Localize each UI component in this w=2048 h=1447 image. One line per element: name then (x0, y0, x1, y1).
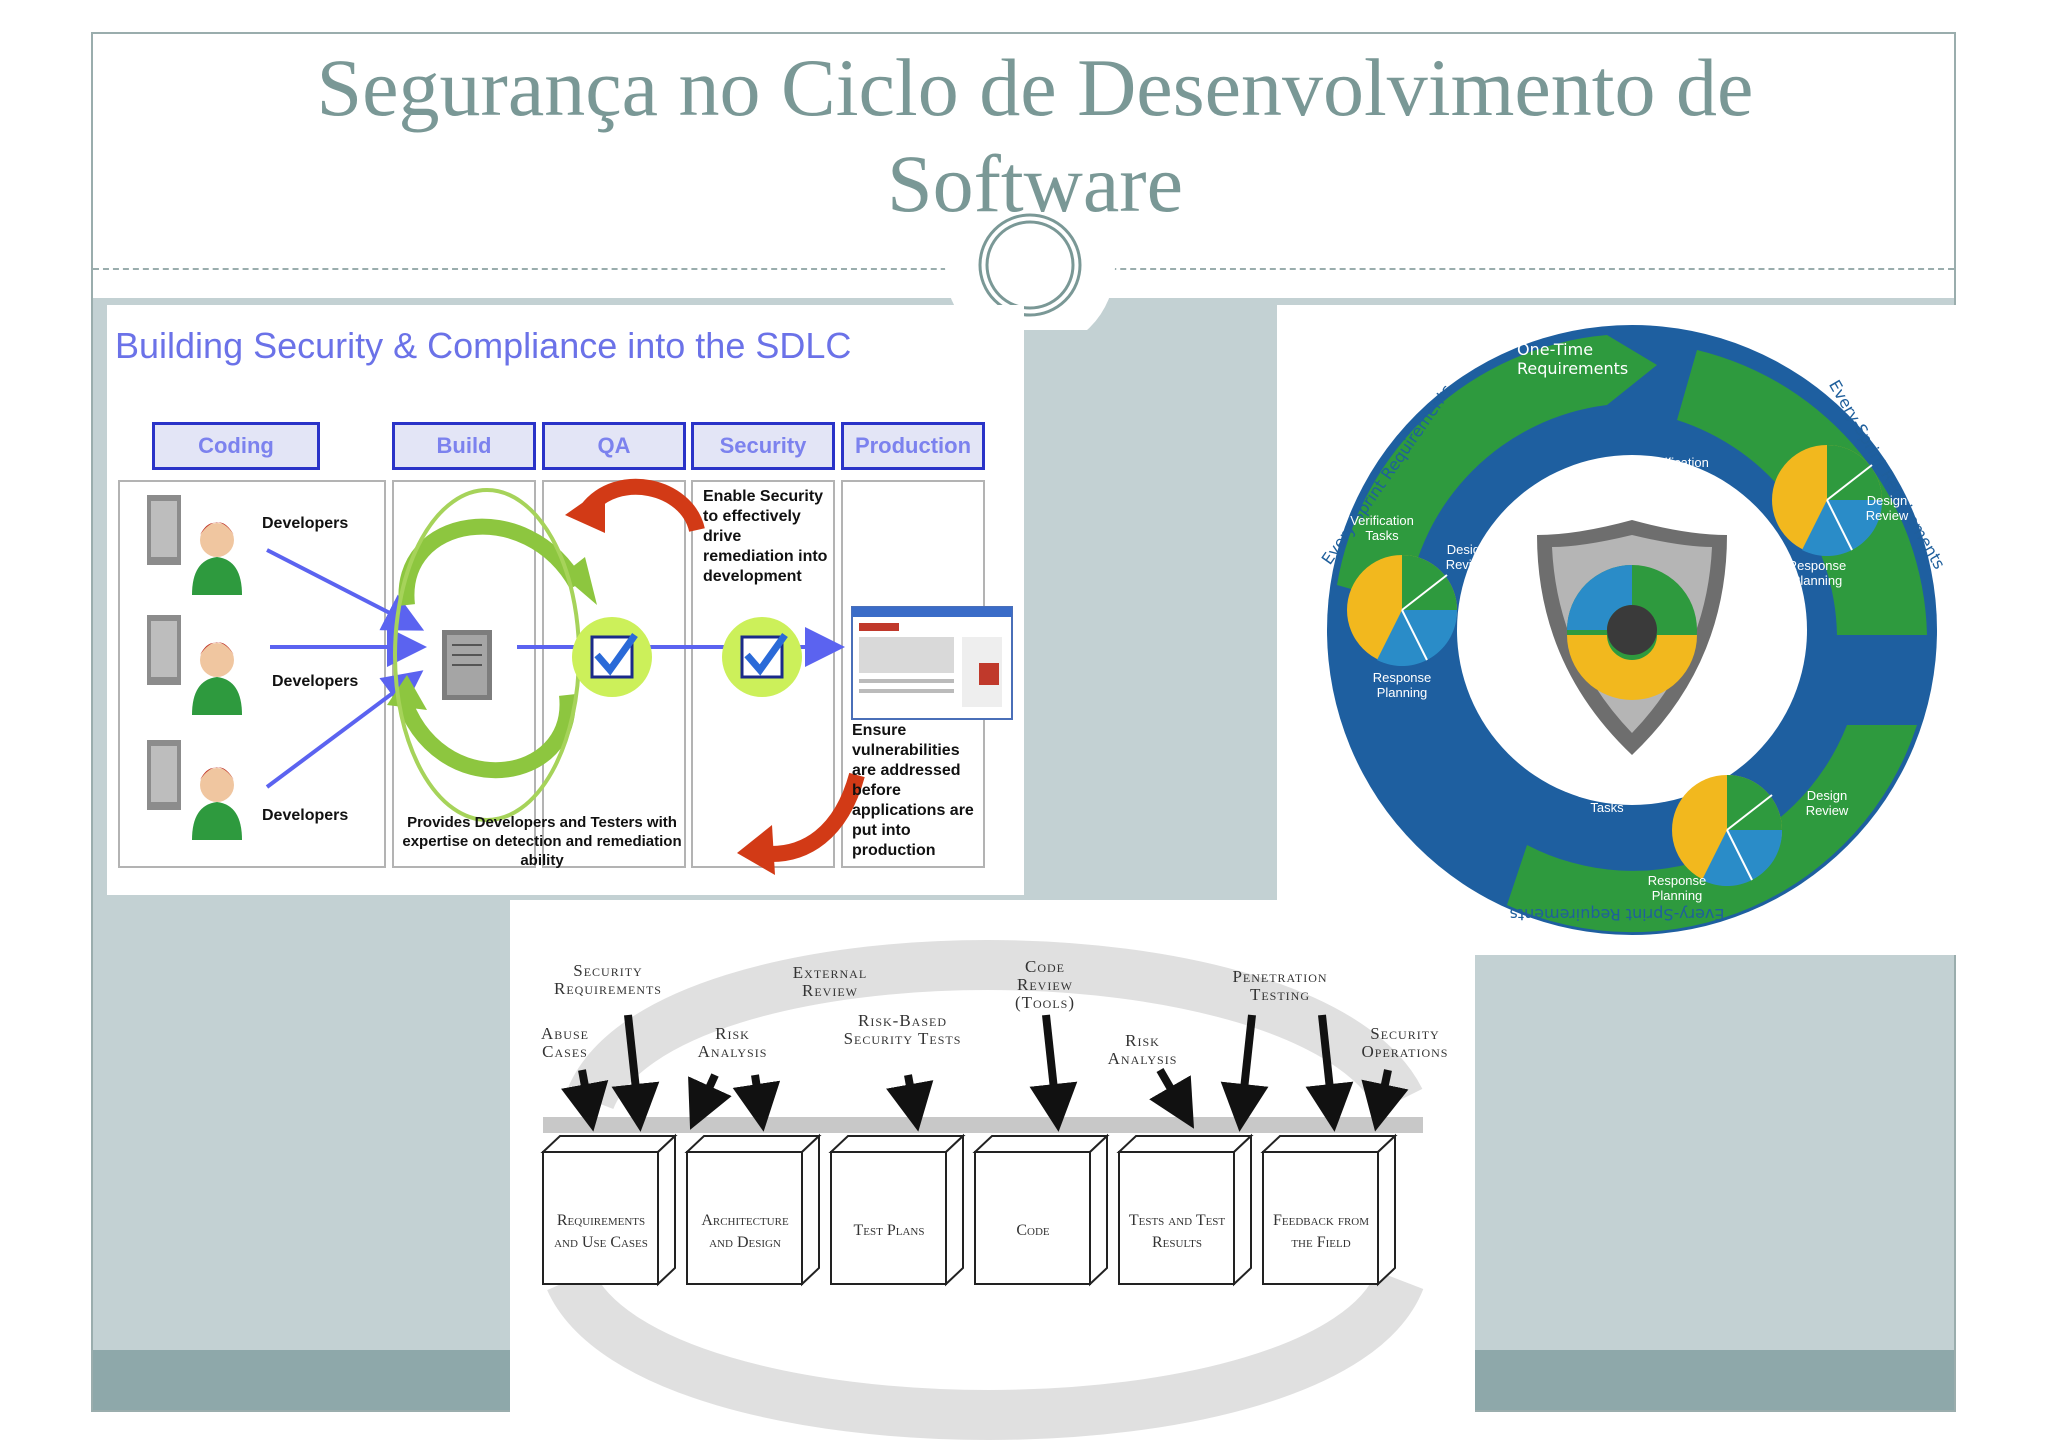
design-review-label: Design Review (1805, 788, 1849, 818)
developer-workstation-icon (147, 740, 242, 840)
response-planning-label: Response Planning (1372, 670, 1432, 700)
sprint-activity-pie-right (1772, 445, 1883, 557)
external-review-label: External Review (792, 963, 868, 1000)
one-time-requirements-label: One-Time Requirements (1517, 340, 1629, 378)
sdlc-flow-graphics (147, 478, 1013, 875)
response-planning-label: Response Planning (1787, 558, 1847, 588)
box-test-plans: Test Plans (853, 1222, 925, 1239)
code-review-tools-label: Code Review (Tools) (1014, 957, 1076, 1012)
slide-title-line-1: Segurança no Ciclo de Desenvolvimento de (316, 42, 1754, 133)
every-sprint-label-bottom: Every-Sprint Requirements (1509, 905, 1725, 924)
verification-tasks-label: Verification Tasks (1575, 785, 1639, 815)
box-code: Code (1016, 1222, 1050, 1239)
verification-tasks-label: Verification Tasks (1350, 513, 1414, 543)
abuse-cases-label: Abuse Cases (541, 1024, 589, 1061)
design-review-label: Design Review (1865, 493, 1909, 523)
slide-title: Segurança no Ciclo de Desenvolvimento de… (150, 40, 1920, 232)
security-check-icon (722, 617, 802, 697)
stage-coding: Coding (152, 422, 320, 470)
box-requirements-use-cases: Requirements and Use Cases (554, 1212, 648, 1251)
developers-label: Developers (272, 673, 359, 690)
red-feedback-arrow-icon (737, 772, 865, 875)
developer-workstation-icon (147, 495, 242, 595)
production-note: Ensure vulnerabilities are addressed bef… (852, 722, 974, 859)
risk-analysis-label: Risk Analysis (1107, 1031, 1178, 1068)
stage-security: Security (691, 422, 835, 470)
agile-security-cycle-diagram: One-Time Requirements Every-Sprint Requi… (1277, 305, 1956, 955)
security-requirements-label: Security Requirements (553, 961, 662, 998)
developer-workstation-icon (147, 615, 242, 715)
sdlc-heading: Building Security & Compliance into the … (115, 325, 852, 366)
stage-production: Production (841, 422, 985, 470)
risk-based-security-tests-label: Risk-Based Security Tests (843, 1011, 962, 1048)
verification-tasks-label: Verification Tasks (1645, 455, 1709, 485)
production-webpage-thumbnail-icon (851, 606, 1013, 720)
response-planning-label: Response Planning (1647, 873, 1707, 903)
box-architecture-design: Architecture and Design (701, 1212, 789, 1251)
qa-bottom-note: Provides Developers and Testers with exp… (402, 814, 682, 869)
security-touchpoints-diagram: Security Requirements Abuse Cases Risk A… (510, 900, 1475, 1445)
cycle-sprint-segment-bottom (1507, 725, 1917, 933)
sprint-activity-pie-left (1347, 555, 1458, 667)
sdlc-security-diagram: Building Security & Compliance into the … (107, 305, 1024, 895)
sprint-activity-pie-bottom (1672, 775, 1783, 887)
red-return-arrow-icon (565, 478, 705, 533)
build-server-icon (442, 630, 492, 700)
iteration-loop-bottom (547, 1268, 1424, 1440)
security-operations-label: Security Operations (1361, 1024, 1449, 1061)
cycle-sprint-segment-left (1337, 335, 1657, 605)
developers-label: Developers (262, 807, 349, 824)
developers-label: Developers (262, 515, 349, 532)
box-feedback-field: Feedback from the Field (1272, 1212, 1370, 1251)
touchpoint-arrows (561, 1014, 1409, 1132)
touchpoint-artifact-boxes (540, 1133, 1398, 1287)
box-tests-results: Tests and Test Results (1128, 1212, 1226, 1251)
stage-build: Build (392, 422, 536, 470)
touchpoint-timeline-bar (543, 1117, 1423, 1133)
security-shield-icon (1537, 520, 1727, 755)
green-cycle-arrows-icon (387, 488, 597, 822)
qa-check-icon (572, 617, 652, 697)
design-review-label: Design Review (1445, 542, 1489, 572)
security-note: Enable Security to effectively drive rem… (703, 488, 828, 585)
penetration-testing-label: Penetration Testing (1232, 967, 1328, 1004)
risk-analysis-label: Risk Analysis (697, 1024, 768, 1061)
stage-qa: QA (542, 422, 686, 470)
